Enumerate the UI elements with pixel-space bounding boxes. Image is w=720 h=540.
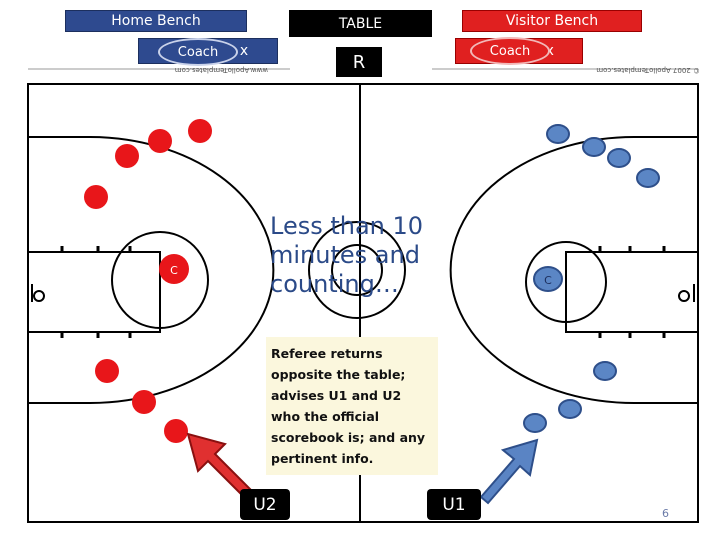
- blue-player: [523, 413, 547, 433]
- red-player: [148, 129, 172, 153]
- lane-hash-marks: [60, 246, 666, 338]
- free-throw-circle-left: [111, 231, 209, 329]
- blue-player: [593, 361, 617, 381]
- blue-player: [607, 148, 631, 168]
- table-label: TABLE: [289, 10, 432, 37]
- home-center-label: C: [170, 264, 178, 277]
- blue-player: [582, 137, 606, 157]
- blue-players: [523, 124, 660, 433]
- red-player: [95, 359, 119, 383]
- center-circle-inner: [331, 244, 383, 296]
- visitor-coach-oval: Coach: [470, 37, 550, 65]
- home-coach-oval: Coach: [158, 38, 238, 66]
- red-players: [84, 119, 212, 443]
- red-player: [115, 144, 139, 168]
- referee-note: Referee returns opposite the table; advi…: [266, 337, 438, 475]
- basket-right: [678, 290, 690, 302]
- three-point-arc-left: [28, 136, 275, 404]
- red-player: [188, 119, 212, 143]
- lane-right: [565, 251, 699, 333]
- free-throw-circle-right: [525, 241, 607, 323]
- red-center-player: [159, 254, 189, 284]
- watermark-left: www.ApolloTemplates.com: [174, 66, 268, 74]
- three-point-arc-right: [449, 136, 698, 404]
- lane-left: [27, 251, 161, 333]
- umpire-u2-label: U2: [240, 489, 290, 520]
- blue-player: [558, 399, 582, 419]
- red-player: [132, 390, 156, 414]
- page-number: 6: [662, 507, 669, 520]
- visitor-center-label: C: [544, 274, 552, 287]
- center-circle-outer: [308, 221, 406, 319]
- referee-label: R: [336, 47, 382, 77]
- blue-arrow: [479, 438, 539, 505]
- basket-left: [33, 290, 45, 302]
- watermark-right: © 2007 ApolloTemplates.com: [596, 66, 700, 74]
- visitor-bench-label: Visitor Bench: [462, 10, 642, 32]
- overlay-text: Less than 10 minutes and counting…: [270, 212, 424, 298]
- red-player: [164, 419, 188, 443]
- home-bench-label: Home Bench: [65, 10, 247, 32]
- umpire-u1-label: U1: [427, 489, 481, 520]
- red-arrow: [186, 432, 256, 502]
- blue-center-player: [533, 266, 563, 292]
- blue-player: [636, 168, 660, 188]
- red-player: [84, 185, 108, 209]
- blue-player: [546, 124, 570, 144]
